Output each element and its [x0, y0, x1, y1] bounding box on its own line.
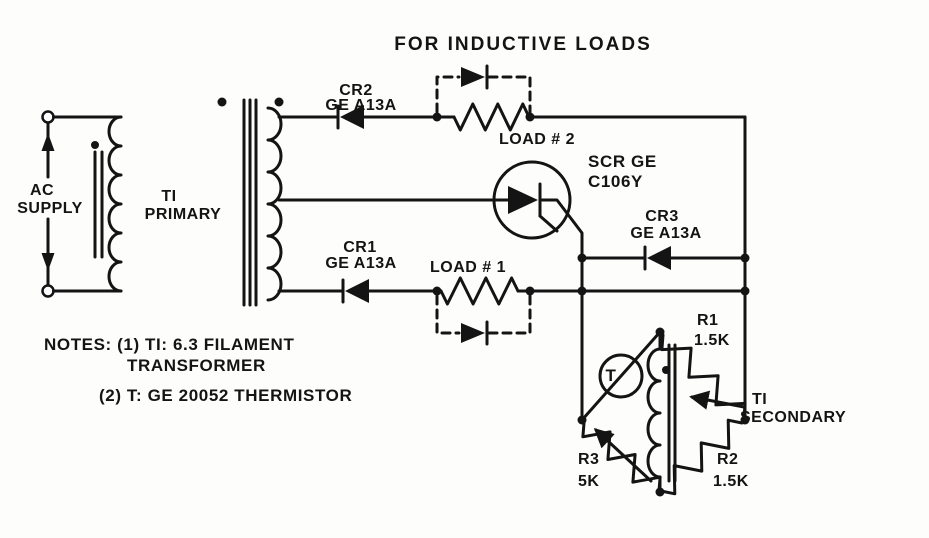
inductive-bypass-bottom — [435, 294, 532, 346]
t1-secondary-pointer-arrow — [689, 390, 746, 410]
dashed-wire — [435, 75, 461, 114]
load2-label: LOAD # 2 — [499, 131, 575, 148]
bottom-branch: CR1 GE A13A LOAD # 1 — [277, 239, 750, 306]
primary-coil — [107, 115, 123, 293]
thermistor-label: T — [606, 366, 617, 385]
scr-cathode-wire — [538, 198, 584, 422]
thermistor-body — [598, 353, 644, 399]
junction-dot — [525, 286, 535, 296]
polarity-dot — [662, 366, 670, 374]
junction-dot — [655, 487, 665, 497]
load2-resistor — [452, 102, 531, 132]
junction-dot — [577, 415, 587, 425]
bypass-diode-bottom — [461, 323, 485, 343]
cr2-label-2: GE A13A — [325, 97, 396, 114]
notes: NOTES: (1) TI: 6.3 FILAMENT TRANSFORMER … — [44, 335, 352, 405]
cr1-label-2: GE A13A — [325, 255, 396, 272]
cr1-label-1: CR1 — [343, 239, 377, 256]
r3-resistor — [581, 421, 662, 493]
t1-secondary-coil — [646, 347, 662, 479]
cr3-branch: CR3 GE A13A — [577, 208, 750, 271]
polarity-dot — [274, 97, 284, 107]
cr3-label-2: GE A13A — [630, 225, 701, 242]
load1-resistor — [439, 276, 520, 306]
cr2-diode — [340, 105, 364, 129]
junction-dot — [432, 112, 442, 122]
notes-line-2: TRANSFORMER — [127, 356, 266, 375]
cr3-label-1: CR3 — [645, 208, 679, 225]
ac-supply-label-2: SUPPLY — [17, 200, 83, 217]
r3-wiper-arrow — [593, 428, 653, 483]
r3-value: 5K — [578, 473, 599, 490]
scr-body — [492, 160, 572, 240]
junction-dot — [525, 112, 535, 122]
ac-arrow-down-icon — [41, 253, 55, 271]
dashed-wire — [487, 75, 532, 114]
scr: SCR GE C106Y — [277, 152, 657, 422]
junction-dot — [577, 253, 587, 263]
inductive-bypass-top: FOR INDUCTIVE LOADS — [394, 34, 652, 114]
polarity-dot — [217, 97, 227, 107]
r3-label: R3 — [578, 451, 599, 468]
junction-dot — [740, 415, 750, 425]
dashed-wire — [435, 294, 461, 335]
ac-terminal-bottom — [41, 284, 55, 298]
thermistor-branch-wire — [580, 330, 662, 422]
transformer-t1: TI PRIMARY — [91, 97, 284, 307]
cr1-diode — [345, 279, 369, 303]
junction-dot — [577, 286, 587, 296]
ac-supply-label-1: AC — [30, 182, 54, 199]
r1-resistor — [660, 333, 747, 420]
cr3-diode — [647, 246, 671, 270]
junction-dot — [432, 286, 442, 296]
polarity-dot — [91, 141, 99, 149]
t1-primary-label-2: PRIMARY — [145, 206, 222, 223]
secondary-coil — [266, 106, 283, 302]
load1-label: LOAD # 1 — [430, 259, 506, 276]
r2-label: R2 — [717, 451, 738, 468]
bypass-diode-top — [461, 67, 485, 87]
scr-gate — [538, 214, 559, 233]
scr-label-1: SCR GE — [588, 152, 657, 171]
notes-line-1: NOTES: (1) TI: 6.3 FILAMENT — [44, 335, 294, 354]
r2-resistor — [659, 418, 744, 496]
r2-value: 1.5K — [713, 473, 749, 490]
junction-dot — [655, 327, 665, 337]
r1-label: R1 — [697, 312, 718, 329]
bridge-network: T R1 1.5K R3 5K R2 1.5K TI SECONDARY — [577, 312, 846, 497]
cr2-label-1: CR2 — [339, 82, 373, 99]
inductive-loads-title: FOR INDUCTIVE LOADS — [394, 34, 652, 55]
scr-anode-triangle — [508, 186, 538, 214]
scr-label-2: C106Y — [588, 172, 643, 191]
notes-line-3: (2) T: GE 20052 THERMISTOR — [99, 386, 352, 405]
ac-supply: AC SUPPLY — [17, 110, 123, 298]
t1-secondary-label-1: TI — [752, 391, 767, 408]
top-branch: CR2 GE A13A LOAD # 2 — [277, 82, 747, 148]
r1-value: 1.5K — [694, 332, 730, 349]
ac-arrow-up-icon — [41, 133, 55, 151]
dashed-wire — [487, 294, 532, 335]
t1-primary-label-1: TI — [161, 188, 176, 205]
t1-secondary-label-2: SECONDARY — [740, 409, 846, 426]
ac-terminal-top — [41, 110, 55, 124]
